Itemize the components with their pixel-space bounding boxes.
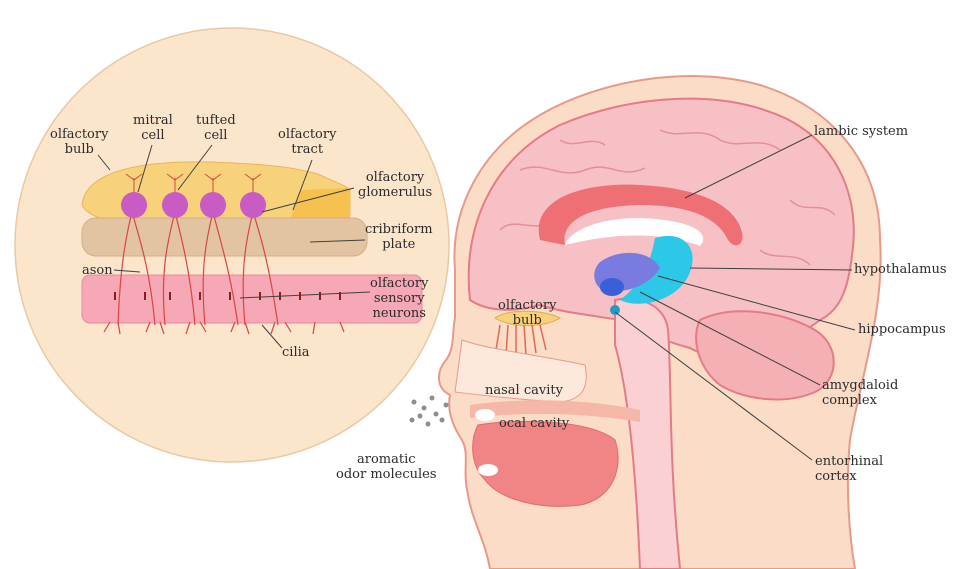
label-tufted-cell: tufted cell (196, 113, 236, 143)
upper-teeth (475, 409, 495, 421)
label-aromatic-odor-molecules: aromatic odor molecules (336, 452, 437, 482)
label-cribriform-plate: cribriform plate (365, 222, 433, 252)
label-axon: ason (82, 263, 113, 278)
lower-teeth (478, 464, 498, 476)
label-olfactory-bulb-inset: olfactory bulb (50, 127, 108, 157)
amygdala-shape (600, 278, 624, 296)
label-olfactory-bulb-brain: olfactory bulb (498, 298, 556, 328)
label-cilia: cilia (282, 345, 310, 360)
entorhinal-shape (610, 305, 620, 315)
label-olfactory-sensory-neurons: olfactory sensory neurons (370, 276, 428, 321)
head-section (410, 76, 881, 569)
label-nasal-cavity: nasal cavity (485, 383, 563, 398)
label-oral-cavity: ocal cavity (499, 416, 569, 431)
label-hippocampus: hippocampus (858, 322, 946, 337)
label-hypothalamus: hypothalamus (854, 262, 947, 277)
label-limbic-system: lambic system (814, 124, 908, 139)
label-amygdaloid-complex: amygdaloid complex (822, 378, 898, 408)
odor-molecules (410, 396, 449, 427)
label-olfactory-glomerulus: olfactory glomerulus (358, 170, 432, 200)
label-mitral-cell: mitral cell (133, 113, 173, 143)
label-olfactory-tract: olfactory tract (278, 127, 336, 157)
label-entorhinal-cortex: entorhinal cortex (815, 454, 883, 484)
